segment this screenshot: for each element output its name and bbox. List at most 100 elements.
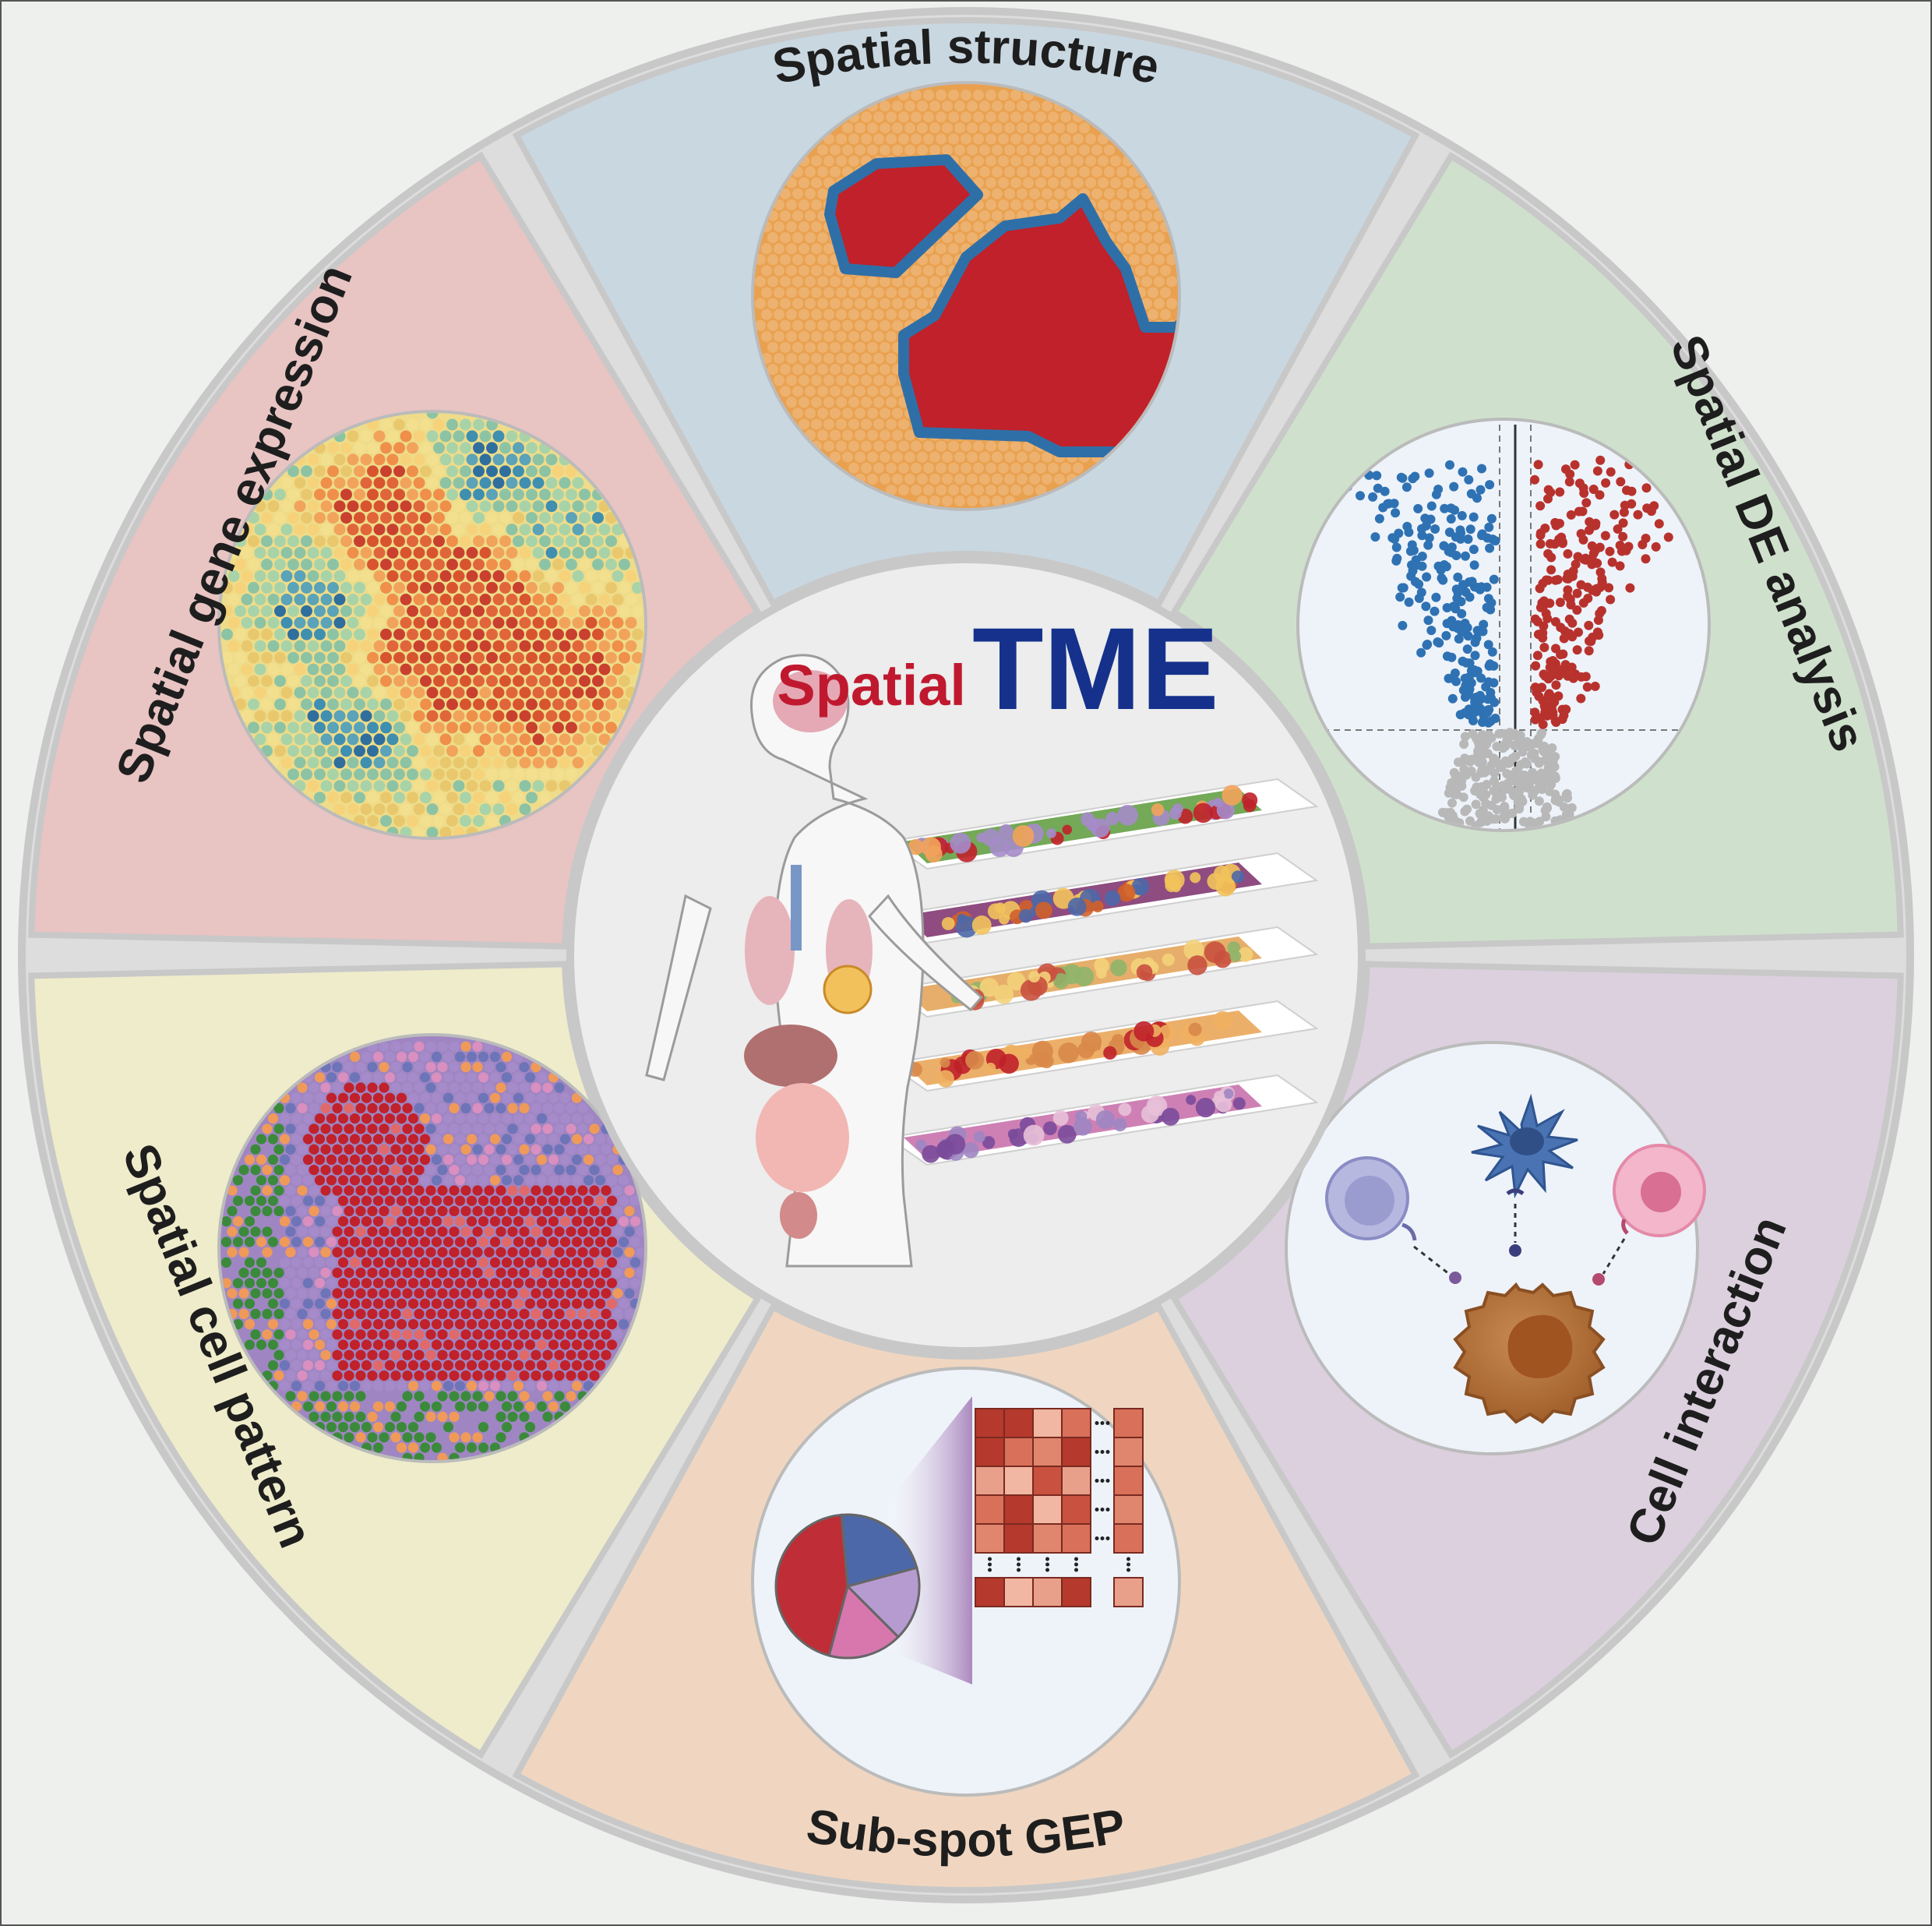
spot bbox=[393, 559, 405, 570]
spot bbox=[478, 1339, 489, 1350]
spot bbox=[400, 524, 412, 536]
spot bbox=[373, 524, 386, 536]
spot bbox=[531, 1391, 541, 1402]
spot bbox=[280, 570, 293, 582]
volcano-point-down bbox=[1465, 658, 1475, 668]
spot bbox=[954, 144, 966, 156]
spot bbox=[507, 1308, 518, 1319]
spot bbox=[332, 1370, 343, 1381]
spot bbox=[390, 1102, 401, 1113]
spot bbox=[542, 1247, 553, 1258]
slide-region bbox=[982, 1136, 996, 1149]
spot bbox=[495, 1144, 506, 1155]
volcano-point-up bbox=[1566, 600, 1576, 610]
spot bbox=[384, 1442, 396, 1453]
spot bbox=[355, 1185, 366, 1196]
spot bbox=[897, 418, 910, 430]
spot bbox=[941, 232, 954, 244]
spot bbox=[454, 1195, 466, 1206]
spot bbox=[585, 640, 598, 652]
volcano-point-down bbox=[1442, 603, 1452, 612]
spot bbox=[785, 220, 798, 233]
spot bbox=[885, 133, 897, 145]
spot bbox=[524, 1134, 536, 1145]
spot bbox=[486, 628, 498, 640]
spot bbox=[372, 1381, 384, 1392]
spot bbox=[798, 352, 810, 365]
volcano-point-ns bbox=[1543, 778, 1553, 788]
spot bbox=[966, 166, 978, 178]
spot bbox=[413, 524, 425, 536]
spot bbox=[234, 628, 246, 640]
spot bbox=[619, 651, 630, 664]
spot bbox=[519, 1411, 530, 1422]
spot bbox=[460, 815, 471, 827]
spot bbox=[393, 512, 405, 524]
spot bbox=[344, 1082, 354, 1093]
spot bbox=[473, 418, 485, 431]
spot bbox=[916, 298, 929, 309]
volcano-point-up bbox=[1546, 700, 1556, 710]
slide-region bbox=[1212, 1011, 1233, 1032]
spot bbox=[536, 1216, 548, 1227]
spot bbox=[460, 628, 471, 640]
spot bbox=[367, 721, 379, 734]
spot bbox=[566, 1247, 576, 1258]
spot bbox=[519, 1124, 530, 1134]
spot bbox=[367, 1308, 378, 1319]
spot bbox=[577, 1185, 588, 1196]
spot bbox=[407, 1381, 419, 1392]
spot bbox=[985, 177, 997, 189]
spot bbox=[396, 1339, 407, 1350]
tumor-cell bbox=[1453, 1282, 1606, 1424]
spot bbox=[473, 535, 485, 548]
spot bbox=[439, 593, 452, 605]
spot bbox=[419, 1360, 431, 1370]
spot bbox=[287, 535, 299, 548]
spot bbox=[241, 640, 253, 652]
spot bbox=[473, 745, 485, 757]
spot bbox=[386, 500, 399, 513]
spot bbox=[539, 512, 551, 524]
spot bbox=[823, 330, 835, 342]
spot bbox=[367, 1102, 378, 1113]
spot bbox=[279, 1113, 291, 1124]
spot bbox=[280, 593, 293, 605]
spot bbox=[519, 1226, 530, 1237]
spot bbox=[419, 1298, 431, 1309]
spot bbox=[879, 386, 891, 397]
spot bbox=[513, 1236, 524, 1247]
spot bbox=[972, 440, 985, 452]
spot bbox=[396, 1092, 407, 1103]
spot bbox=[227, 1185, 238, 1196]
spot bbox=[583, 1154, 594, 1165]
spot bbox=[583, 1175, 594, 1186]
volcano-point-up bbox=[1588, 485, 1599, 494]
spot bbox=[333, 757, 346, 769]
spot bbox=[314, 1360, 326, 1370]
spot bbox=[437, 1370, 448, 1381]
spot bbox=[267, 500, 280, 513]
spot bbox=[484, 1062, 495, 1073]
spot bbox=[390, 1082, 401, 1093]
volcano-point-down bbox=[1474, 695, 1484, 705]
spot bbox=[860, 309, 873, 320]
spot bbox=[466, 1257, 478, 1268]
spot bbox=[495, 1268, 506, 1279]
spot bbox=[379, 1288, 390, 1299]
spot bbox=[419, 1092, 431, 1103]
spot bbox=[479, 593, 492, 605]
spot bbox=[823, 265, 835, 277]
spot bbox=[297, 1268, 308, 1279]
spot bbox=[536, 1195, 548, 1206]
volcano-point-up bbox=[1581, 498, 1592, 508]
spot bbox=[1147, 199, 1159, 210]
spot bbox=[841, 407, 854, 419]
spot bbox=[997, 199, 1010, 210]
spot bbox=[552, 605, 564, 617]
spot bbox=[367, 745, 379, 757]
spot bbox=[606, 1257, 618, 1268]
spot bbox=[632, 651, 643, 664]
spot bbox=[501, 1154, 513, 1165]
spot bbox=[472, 1124, 483, 1134]
